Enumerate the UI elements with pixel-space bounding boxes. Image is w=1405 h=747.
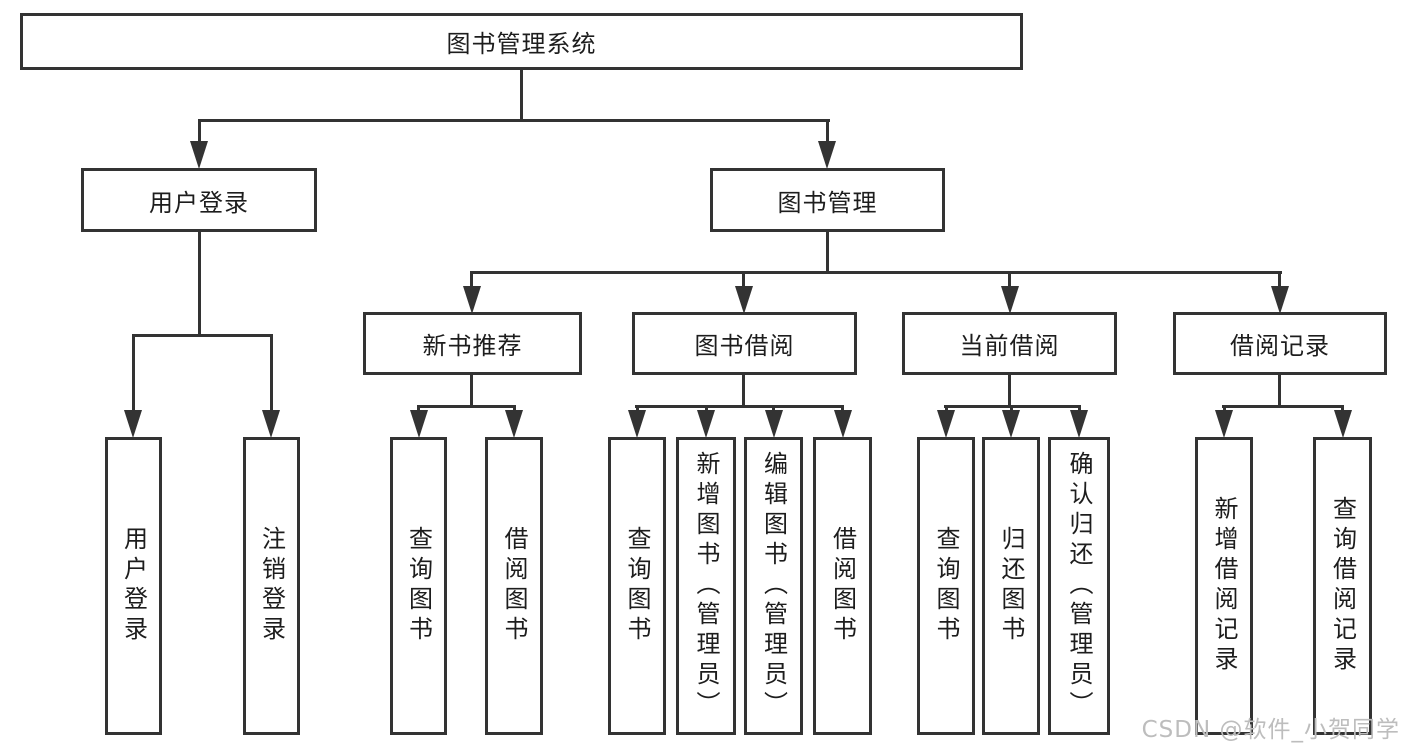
node-leaf-return-books: 归还图书 [982, 437, 1040, 735]
node-leaf-add-books-admin-label: 新增图书（管理员） [692, 451, 720, 721]
node-current-borrowing: 当前借阅 [902, 312, 1117, 375]
connector-line [826, 232, 829, 274]
arrow-down-icon [505, 410, 523, 438]
node-leaf-borrow-books-2-label: 借阅图书 [828, 526, 857, 646]
arrow-down-icon [463, 286, 481, 314]
arrow-down-icon [1001, 286, 1019, 314]
arrow-down-icon [1334, 410, 1352, 438]
node-user-login-label: 用户登录 [149, 188, 249, 217]
node-leaf-query-borrow-record-label: 查询借阅记录 [1328, 496, 1357, 676]
node-leaf-user-login-label: 用户登录 [119, 526, 148, 646]
arrow-down-icon [628, 410, 646, 438]
node-leaf-confirm-return-admin-label: 确认归还（管理员） [1065, 451, 1093, 721]
arrow-down-icon [765, 410, 783, 438]
node-current-borrowing-label: 当前借阅 [959, 332, 1060, 360]
node-leaf-add-borrow-record: 新增借阅记录 [1195, 437, 1253, 735]
connector-line [198, 119, 201, 145]
node-leaf-borrow-books-1: 借阅图书 [485, 437, 543, 735]
node-leaf-query-books-3-label: 查询图书 [932, 526, 960, 646]
node-leaf-query-borrow-record: 查询借阅记录 [1313, 437, 1372, 735]
node-leaf-borrow-books-2: 借阅图书 [813, 437, 872, 735]
node-new-book-recommend: 新书推荐 [363, 312, 582, 375]
connector-line [826, 119, 829, 145]
node-leaf-borrow-books-1-label: 借阅图书 [500, 526, 528, 646]
connector-line [132, 334, 135, 414]
node-leaf-query-books-2-label: 查询图书 [623, 526, 651, 646]
connector-line [470, 375, 473, 408]
node-leaf-user-login: 用户登录 [105, 437, 162, 735]
node-new-book-recommend-label: 新书推荐 [422, 332, 523, 360]
connector-line [198, 119, 830, 122]
node-borrowing-records-label: 借阅记录 [1230, 332, 1330, 360]
node-leaf-add-books-admin: 新增图书（管理员） [676, 437, 736, 735]
node-leaf-query-books-2: 查询图书 [608, 437, 666, 735]
node-library-system-label: 图书管理系统 [446, 30, 597, 58]
arrow-down-icon [834, 410, 852, 438]
node-library-system: 图书管理系统 [20, 13, 1023, 70]
node-book-borrowing: 图书借阅 [632, 312, 857, 375]
arrow-down-icon [735, 286, 753, 314]
arrow-down-icon [410, 410, 428, 438]
connector-line [520, 70, 523, 121]
node-user-login: 用户登录 [81, 168, 317, 232]
arrow-down-icon [697, 410, 715, 438]
node-leaf-edit-books-admin-label: 编辑图书（管理员） [759, 451, 788, 721]
node-leaf-query-books-1: 查询图书 [390, 437, 447, 735]
csdn-watermark: CSDN @软件_小贺同学 [1141, 717, 1400, 743]
node-leaf-logout: 注销登录 [243, 437, 300, 735]
node-book-management: 图书管理 [710, 168, 945, 232]
node-leaf-return-books-label: 归还图书 [997, 526, 1025, 646]
node-leaf-query-books-3: 查询图书 [917, 437, 975, 735]
connector-line [1278, 271, 1281, 289]
node-leaf-query-books-1-label: 查询图书 [404, 526, 433, 646]
arrow-down-icon [1002, 410, 1020, 438]
node-borrowing-records: 借阅记录 [1173, 312, 1387, 375]
connector-line [1008, 271, 1011, 289]
arrow-down-icon [190, 141, 208, 169]
arrow-down-icon [937, 410, 955, 438]
node-leaf-confirm-return-admin: 确认归还（管理员） [1048, 437, 1110, 735]
arrow-down-icon [1070, 410, 1088, 438]
node-book-management-label: 图书管理 [777, 188, 878, 217]
connector-line [1222, 405, 1344, 408]
arrow-down-icon [124, 410, 142, 438]
connector-line [470, 271, 473, 289]
node-leaf-add-borrow-record-label: 新增借阅记录 [1210, 496, 1238, 676]
arrow-down-icon [1215, 410, 1233, 438]
connector-line [470, 271, 1282, 274]
connector-line [742, 375, 745, 408]
connector-line [635, 405, 844, 408]
node-leaf-edit-books-admin: 编辑图书（管理员） [744, 437, 803, 735]
arrow-down-icon [262, 410, 280, 438]
node-book-borrowing-label: 图书借阅 [694, 332, 795, 360]
connector-line [417, 405, 516, 408]
connector-line [1278, 375, 1281, 408]
connector-line [270, 334, 273, 414]
arrow-down-icon [818, 141, 836, 169]
connector-line [132, 334, 273, 337]
connector-line [1008, 375, 1011, 408]
connector-line [742, 271, 745, 289]
node-leaf-logout-label: 注销登录 [257, 526, 286, 646]
connector-line [198, 232, 201, 337]
arrow-down-icon [1271, 286, 1289, 314]
